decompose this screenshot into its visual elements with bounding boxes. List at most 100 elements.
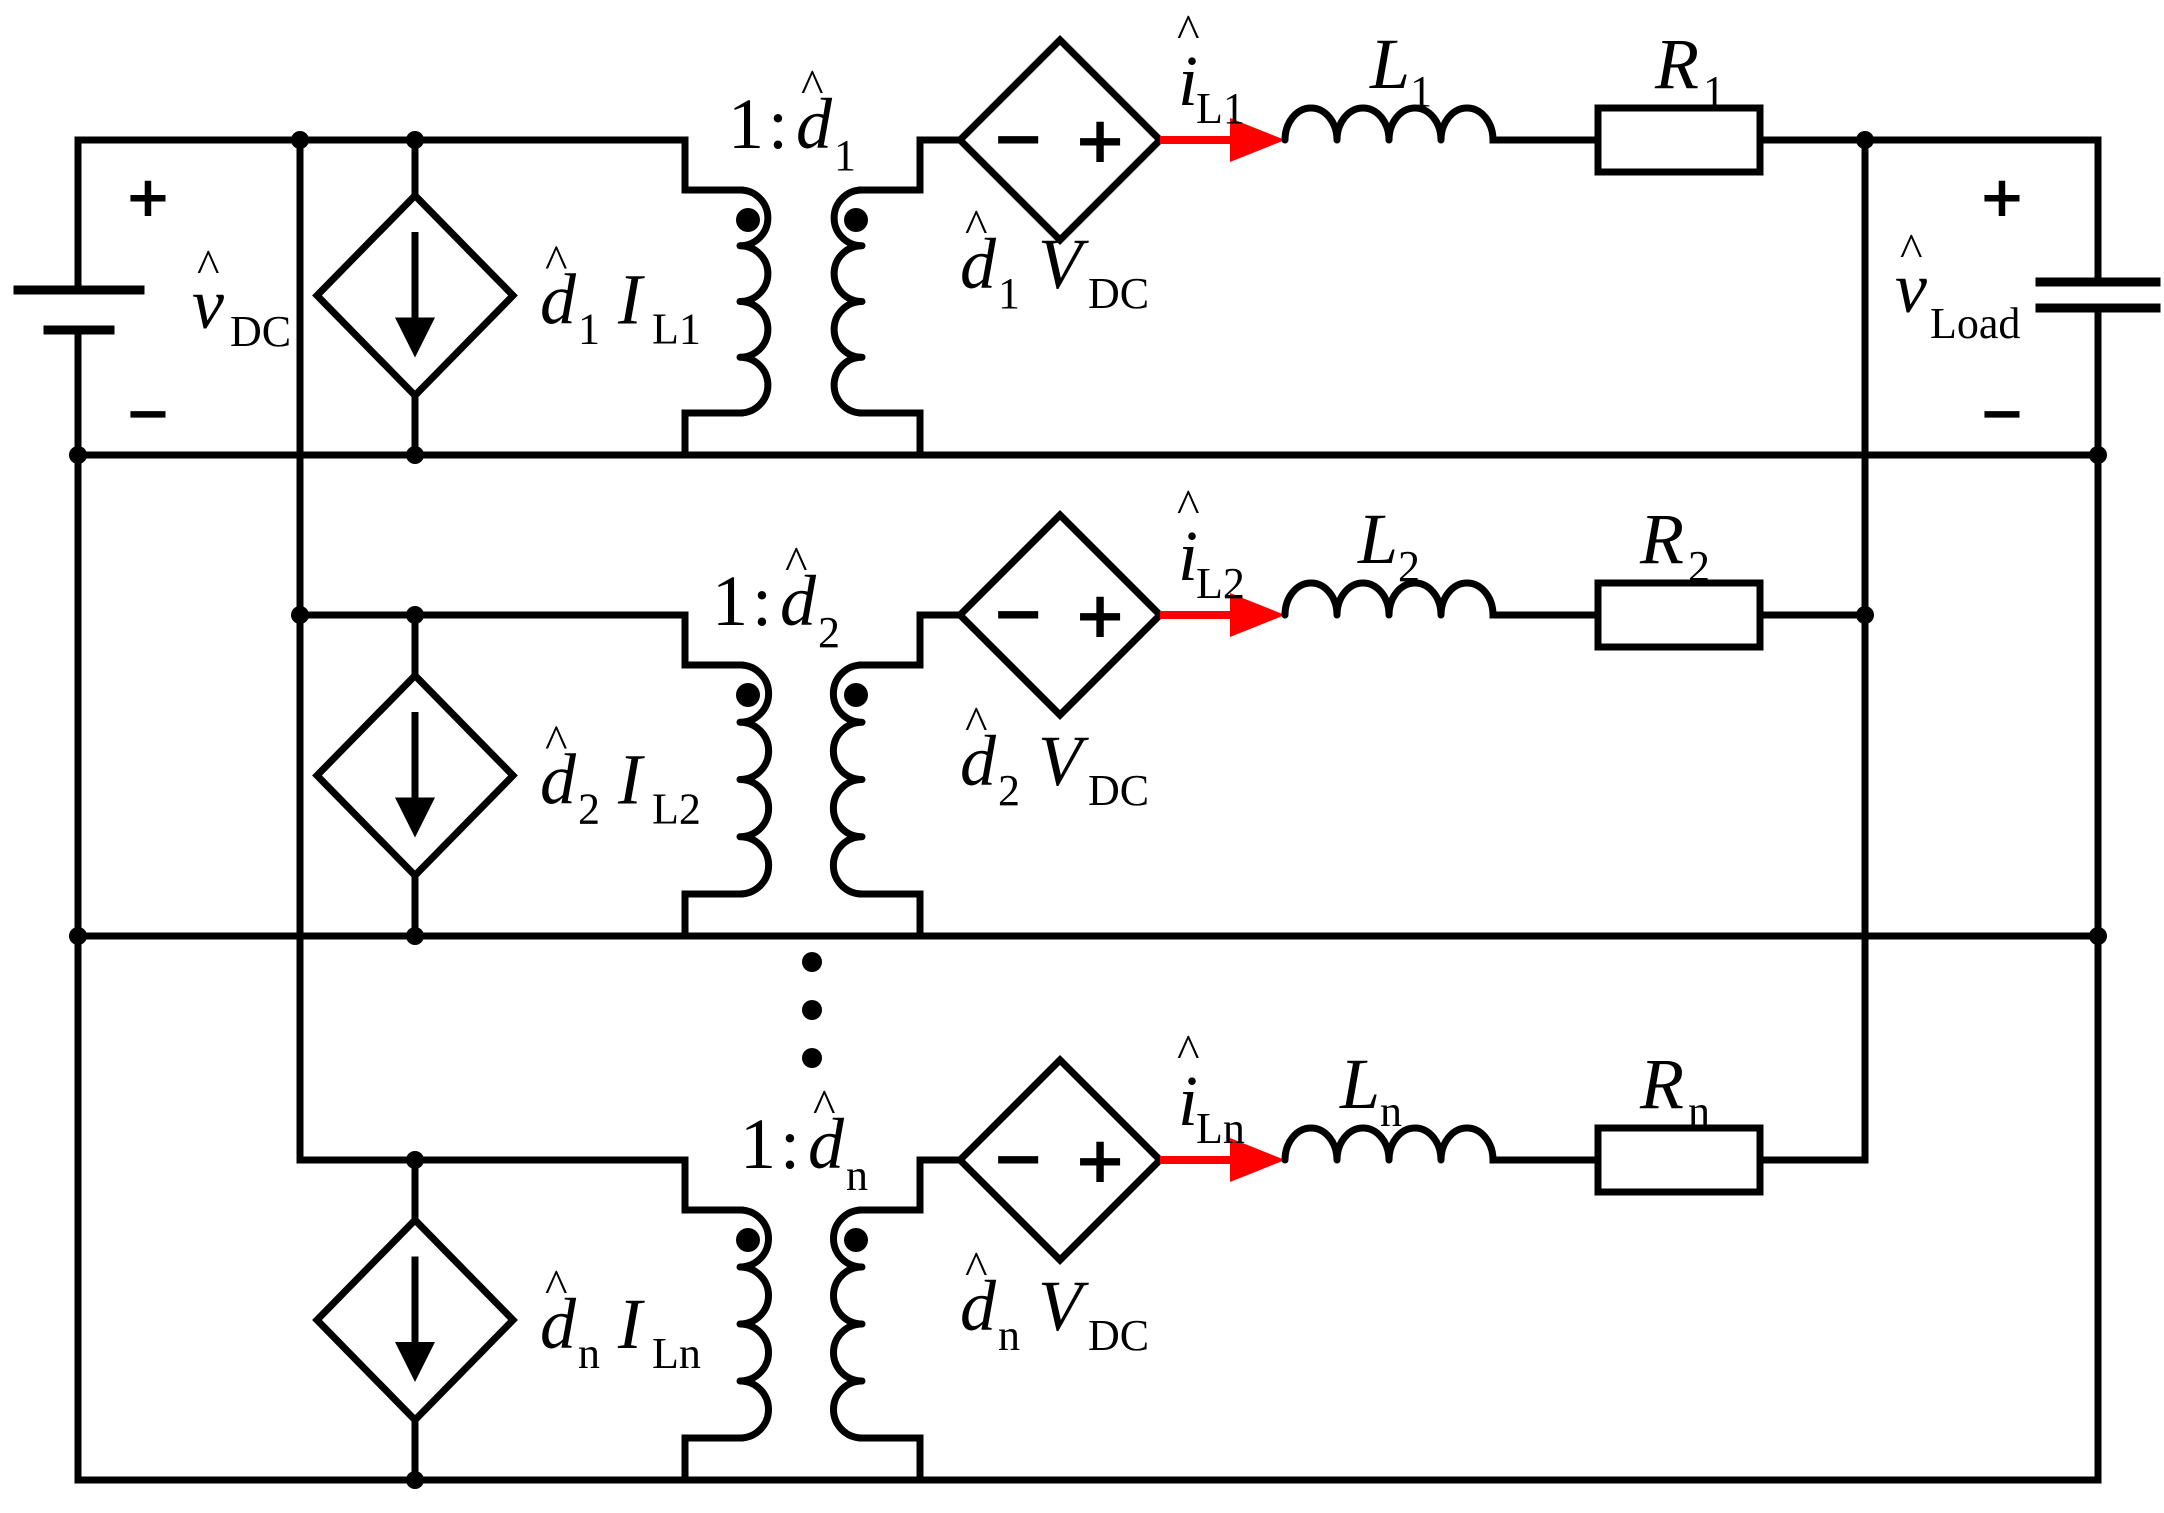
cs-d-sub: n xyxy=(578,1329,600,1378)
current-arrow-3: i^ Ln xyxy=(1160,1025,1285,1182)
ratio-one: 1 xyxy=(728,84,764,164)
ratio-d-hat: ^ xyxy=(812,1080,835,1133)
vs-d-hat: ^ xyxy=(964,200,987,253)
ratio-d: d xyxy=(796,84,833,164)
vs-V-sub: DC xyxy=(1088,269,1149,318)
cs-I-sub: L2 xyxy=(652,785,701,834)
cs-I-label: I xyxy=(617,740,645,820)
current-source-arrow-icon xyxy=(395,1342,435,1382)
current-arrow-2: i^L2 xyxy=(1160,480,1285,637)
cs-d-hat: ^ xyxy=(544,236,567,289)
inductor-label: L xyxy=(1357,499,1398,579)
vs-d-sub: 1 xyxy=(998,269,1020,318)
inductor-label: L xyxy=(1339,1044,1380,1124)
vs-V-label: V xyxy=(1038,224,1089,304)
secondary-polarity-dot xyxy=(844,683,868,707)
ratio-colon: : xyxy=(752,561,772,641)
current-hat: ^ xyxy=(1176,1025,1199,1078)
resistor-label: R xyxy=(1639,1044,1684,1124)
load-voltage-hat: ^ xyxy=(1899,224,1922,277)
transformer-1: 1:d^1 xyxy=(681,60,924,459)
continuation-dots xyxy=(802,952,822,1068)
primary-polarity-dot xyxy=(736,1228,760,1252)
source-voltage-sub: DC xyxy=(230,307,291,356)
transformer-3: 1:d^n xyxy=(681,1080,924,1484)
current-label: i xyxy=(1178,41,1198,121)
load-plus-sign: + xyxy=(1979,165,2026,230)
current-arrow-icon xyxy=(1230,118,1285,162)
current-arrow-icon xyxy=(1230,593,1285,637)
current-sub: L1 xyxy=(1196,84,1245,133)
primary-polarity-dot xyxy=(736,683,760,707)
source-minus-sign: − xyxy=(125,381,172,446)
secondary-polarity-dot xyxy=(844,208,868,232)
inductor-sub: 2 xyxy=(1398,542,1420,591)
ratio-d-sub: 1 xyxy=(834,131,856,180)
resistor-sub: 2 xyxy=(1688,542,1710,591)
current-hat: ^ xyxy=(1176,480,1199,533)
current-label: i xyxy=(1178,1061,1198,1141)
ratio-one: 1 xyxy=(712,561,748,641)
secondary-polarity-dot xyxy=(844,1228,868,1252)
vs-d-hat: ^ xyxy=(964,697,987,750)
vs-V-label: V xyxy=(1038,721,1089,801)
ratio-d-sub: 2 xyxy=(818,608,840,657)
vs-plus-sign: + xyxy=(1073,104,1127,178)
cs-d-label: d xyxy=(540,740,577,820)
source-voltage-label: v xyxy=(192,264,224,344)
dc-source: + − v ^ DC xyxy=(13,136,924,1484)
load-capacitor: + − v ^ Load xyxy=(1895,165,2161,446)
cs-d-sub: 1 xyxy=(578,305,600,354)
vs-V-sub: DC xyxy=(1088,766,1149,815)
inductor-sub: n xyxy=(1380,1087,1402,1136)
current-arrow-icon xyxy=(1230,1138,1285,1182)
cs-I-sub: L1 xyxy=(652,305,701,354)
cs-d-label: d xyxy=(540,1284,577,1364)
vs-d-sub: n xyxy=(998,1311,1020,1360)
current-arrow-1: i^ L1 xyxy=(1160,5,1285,162)
ratio-colon: : xyxy=(780,1104,800,1184)
ratio-d-hat: ^ xyxy=(784,537,807,590)
ratio-colon: : xyxy=(768,84,788,164)
ratio-d-sub: n xyxy=(846,1151,868,1200)
vs-d-label: d xyxy=(960,224,997,304)
vs-V-label: V xyxy=(1038,1266,1089,1346)
primary-polarity-dot xyxy=(736,208,760,232)
cs-I-label: I xyxy=(617,260,645,340)
cs-I-label: I xyxy=(617,1284,645,1364)
vs-d-label: d xyxy=(960,1266,997,1346)
inductor-label: L xyxy=(1369,24,1410,104)
cs-d-hat: ^ xyxy=(544,716,567,769)
ratio-d: d xyxy=(808,1104,845,1184)
load-voltage-label: v xyxy=(1895,248,1927,328)
current-sub: Ln xyxy=(1196,1104,1245,1153)
ratio-one: 1 xyxy=(740,1104,776,1184)
junction-dots xyxy=(69,131,2107,1489)
vs-V-sub: DC xyxy=(1088,1311,1149,1360)
resistor-label: R xyxy=(1654,24,1699,104)
current-source-arrow-icon xyxy=(395,317,435,358)
vs-minus-sign: − xyxy=(991,577,1045,651)
resistor-sub: 1 xyxy=(1703,67,1725,116)
cs-I-sub: Ln xyxy=(652,1329,701,1378)
current-sub: L2 xyxy=(1196,559,1245,608)
vs-minus-sign: − xyxy=(991,102,1045,176)
source-plus-sign: + xyxy=(125,165,172,230)
current-hat: ^ xyxy=(1176,5,1199,58)
current-source-arrow-icon xyxy=(395,797,435,838)
load-minus-sign: − xyxy=(1979,381,2026,446)
vs-minus-sign: − xyxy=(991,1122,1045,1196)
cs-d-sub: 2 xyxy=(578,785,600,834)
vs-d-hat: ^ xyxy=(964,1242,987,1295)
